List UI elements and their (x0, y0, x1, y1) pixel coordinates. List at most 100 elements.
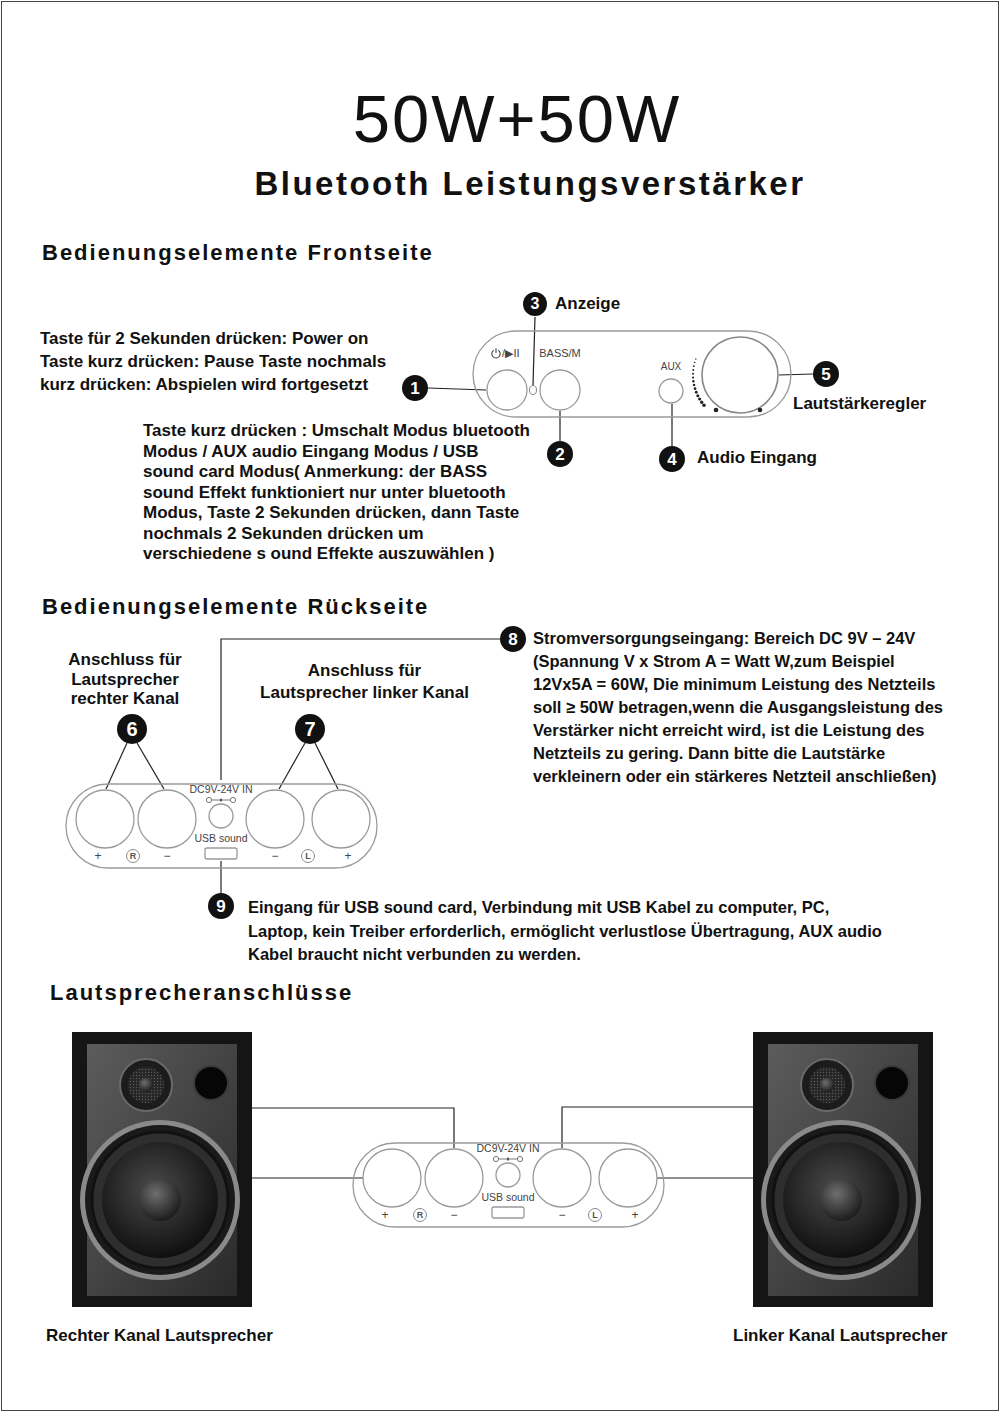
speaker-caption: Rechter Kanal Lautsprecher (46, 1326, 273, 1346)
callout-number: 6 (117, 714, 147, 744)
callout-number: 7 (295, 714, 325, 744)
volume-scale-dot (692, 369, 694, 371)
channel-badge: R (126, 849, 140, 863)
speaker-caption: Linker Kanal Lautsprecher (733, 1326, 947, 1346)
tweeter (120, 1059, 172, 1111)
terminal-sign: − (271, 849, 278, 863)
aux-jack (659, 379, 683, 403)
polarity-symbol (506, 1157, 509, 1160)
polarity-symbol (230, 797, 235, 802)
volume-scale-dot (692, 373, 694, 375)
part-name: Audio Eingang (697, 448, 817, 468)
front-panel: /▶IIBASS/MAUX (472, 330, 792, 418)
instruction-note: Taste kurz drücken : Umschalt Modus blue… (143, 421, 533, 565)
woofer-cone (102, 1142, 218, 1258)
panel-housing (66, 784, 377, 868)
volume-scale-dot (698, 397, 701, 400)
panel-label: USB sound (194, 832, 247, 845)
speaker-terminal (363, 1149, 421, 1207)
usb-port (492, 1207, 524, 1218)
panel-label: BASS/M (539, 347, 581, 360)
section-heading: Bedienungselemente Rückseite (42, 594, 429, 620)
leader-line (533, 317, 535, 385)
instruction-note: Stromversorgungseingang: Bereich DC 9V –… (533, 627, 953, 788)
channel-badge: L (301, 849, 315, 863)
woofer-ring (80, 1120, 240, 1280)
volume-scale-dot (694, 387, 697, 390)
panel-outline (65, 783, 378, 869)
volume-min-dot (714, 408, 719, 413)
polarity-symbol (212, 800, 219, 801)
instruction-note: Taste für 2 Sekunden drücken: Power on T… (40, 327, 402, 396)
part-name: Anschluss für Lautsprecher linker Kanal (257, 660, 472, 704)
dc-jack (209, 804, 233, 828)
panel-outline (352, 1142, 665, 1228)
terminal-sign: + (94, 849, 101, 863)
polarity-symbol (219, 798, 222, 801)
tweeter-grille (128, 1067, 164, 1103)
speaker-wire (657, 1177, 753, 1178)
rear-panel: DC9V-24V IN USB sound + − − + R L (65, 783, 378, 869)
panel-outline (472, 330, 792, 418)
panel-housing (473, 331, 791, 417)
volume-knob (702, 337, 778, 413)
volume-scale-dot (694, 362, 696, 364)
section-heading: Bedienungselemente Frontseite (42, 240, 434, 266)
rear-panel: DC9V-24V INUSB sound+−−+RL (352, 1142, 665, 1228)
speaker-illustration (72, 1032, 252, 1307)
channel-letter: L (592, 1211, 598, 1220)
part-name: Anzeige (555, 294, 620, 314)
dust-cap (139, 1179, 181, 1221)
polarity-symbol (499, 1159, 506, 1160)
volume-scale-dot (693, 384, 696, 387)
channel-badge: R (413, 1208, 427, 1222)
woofer-surround (92, 1132, 228, 1268)
indicator-led (530, 386, 537, 395)
instruction-note: Eingang für USB sound card, Verbindung m… (248, 896, 888, 967)
power-icon (495, 348, 496, 353)
volume-scale-dot (696, 394, 699, 397)
speaker-wire (252, 1177, 363, 1178)
volume-scale-dot (692, 380, 694, 382)
speaker-terminal (76, 790, 134, 848)
panel-label: DC9V-24V IN (476, 1142, 539, 1155)
terminal-sign: + (381, 1208, 388, 1222)
volume-scale-dot (695, 358, 696, 359)
bass-button (540, 370, 580, 410)
part-name: Anschluss für Lautsprecher rechter Kanal (50, 650, 200, 709)
leader-line (779, 374, 813, 375)
speaker-terminal (312, 790, 370, 848)
speaker-wire (252, 1108, 454, 1148)
leader-line (279, 743, 305, 789)
usb-port (205, 848, 237, 859)
bass-port (194, 1066, 228, 1100)
leader-line (428, 388, 486, 390)
terminal-sign: + (344, 849, 351, 863)
channel-letter: R (417, 1211, 424, 1220)
callout-number: 8 (500, 626, 526, 652)
leader-line (671, 404, 672, 446)
panel-label: DC9V-24V IN (189, 783, 252, 796)
leader-line (315, 743, 338, 789)
title: 50W+50W (280, 79, 754, 159)
leader-line (559, 411, 560, 441)
speaker-illustration (753, 1032, 933, 1307)
terminal-sign: − (450, 1208, 457, 1222)
volume-scale-dot (702, 403, 705, 406)
woofer-basket (85, 1125, 235, 1275)
polarity-symbol (517, 1156, 522, 1161)
speaker-terminal (533, 1149, 591, 1207)
leader-line (220, 861, 221, 893)
speaker-terminal (425, 1149, 483, 1207)
speaker-frame (72, 1032, 252, 1307)
speaker-wire (562, 1107, 753, 1148)
volume-max-dot (758, 408, 763, 413)
leader-line (137, 743, 164, 789)
panel-label: /▶II (502, 347, 520, 360)
leader-line (106, 743, 127, 789)
terminal-sign: − (163, 849, 170, 863)
power-button (487, 370, 527, 410)
channel-letter: R (130, 852, 137, 861)
dc-jack (496, 1163, 520, 1187)
channel-badge: L (588, 1208, 602, 1222)
